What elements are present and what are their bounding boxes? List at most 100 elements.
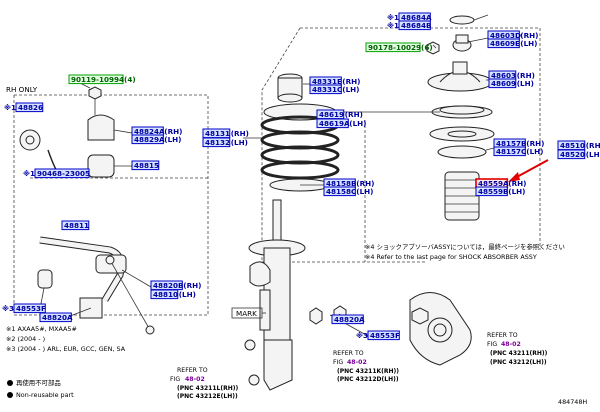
- marker-x1: ※1: [387, 13, 399, 22]
- part-number-text[interactable]: 48810: [153, 290, 178, 299]
- part-number-text[interactable]: 48619: [319, 110, 344, 119]
- part-number-box[interactable]: [365, 42, 421, 53]
- fig-num-mid: 48-02: [347, 359, 367, 366]
- part-number-48157c[interactable]: 48157C(LH): [493, 146, 543, 157]
- part-number-text[interactable]: 48684B: [401, 21, 431, 30]
- refer-to-left: REFER TO: [177, 367, 208, 374]
- part-number-48609e[interactable]: 48609E(LH): [487, 38, 537, 49]
- part-number-text[interactable]: 48559B: [478, 187, 508, 196]
- part-number-box[interactable]: [493, 146, 526, 157]
- part-number-text[interactable]: 90178-10029: [368, 43, 421, 52]
- part-number-48619a[interactable]: 48619A(LH): [316, 118, 366, 129]
- part-number-box[interactable]: [68, 74, 124, 85]
- part-number-box[interactable]: [488, 78, 517, 89]
- highlight-arrow: [508, 159, 549, 182]
- part-number-text[interactable]: 48157B: [496, 139, 526, 148]
- part-number-48132[interactable]: 48132(LH): [202, 137, 248, 148]
- pnc-left-2: (PNC 43212E(LH)): [177, 393, 238, 400]
- part-number-box[interactable]: [487, 38, 520, 49]
- part-number-text[interactable]: 48609E: [490, 39, 520, 48]
- part-number-box[interactable]: [398, 20, 431, 31]
- part-number-box[interactable]: [367, 330, 400, 341]
- part-number-48131[interactable]: 48131(RH): [202, 128, 249, 139]
- part-number-48331c[interactable]: 48331C(LH): [309, 84, 359, 95]
- leader-lines: [35, 14, 495, 337]
- shock-absorber-artwork: [244, 199, 306, 391]
- part-number-text[interactable]: 48619A: [319, 119, 350, 128]
- fig-mid: FIG: [333, 359, 343, 366]
- part-number-box[interactable]: [15, 102, 44, 113]
- part-number-text[interactable]: 90119-10994: [71, 75, 124, 84]
- part-number-box[interactable]: [557, 149, 586, 160]
- part-number-box[interactable]: [13, 303, 46, 314]
- part-number-box[interactable]: [323, 186, 356, 197]
- part-number-90178-10029[interactable]: 90178-10029(6): [365, 42, 433, 53]
- part-number-text[interactable]: 48510: [560, 141, 585, 150]
- part-number-text[interactable]: 48811: [64, 221, 89, 230]
- footnote-2: ※2 (2004 - ): [6, 335, 45, 343]
- part-number-box[interactable]: [475, 186, 508, 197]
- part-number-48609[interactable]: 48609(LH): [488, 78, 534, 89]
- knuckle-artwork: [409, 292, 472, 366]
- part-number-text[interactable]: 48609: [491, 79, 516, 88]
- part-number-text[interactable]: 48829A: [134, 135, 165, 144]
- part-number-text[interactable]: 48131: [205, 129, 230, 138]
- part-number-text[interactable]: 48132: [205, 138, 230, 147]
- part-number-text[interactable]: 48553F: [16, 304, 46, 313]
- part-number-text[interactable]: 48158B: [326, 179, 356, 188]
- part-number-box[interactable]: [131, 134, 164, 145]
- part-number-text[interactable]: 48815: [134, 161, 159, 170]
- part-number-box[interactable]: [39, 312, 72, 323]
- pnc-mid-1: (PNC 43211K(RH)): [337, 368, 399, 375]
- side-suffix: (LH): [356, 187, 373, 196]
- part-number-text[interactable]: 48684A: [401, 13, 432, 22]
- part-number-box[interactable]: [131, 160, 160, 171]
- part-number-48810[interactable]: 48810(LH): [150, 289, 196, 300]
- part-number-text[interactable]: 48820A: [42, 313, 73, 322]
- part-number-box[interactable]: [34, 168, 90, 179]
- part-number-text[interactable]: 48559A: [478, 179, 509, 188]
- part-number-48510[interactable]: 48510(RH): [557, 140, 600, 151]
- part-number-box[interactable]: [150, 289, 179, 300]
- part-number-48619[interactable]: 48619(RH): [316, 109, 363, 120]
- part-number-48520[interactable]: 48520(LH): [557, 149, 600, 160]
- part-number-box[interactable]: [309, 84, 342, 95]
- part-number-48815[interactable]: 48815: [131, 160, 160, 171]
- pnc-mid-2: (PNC 43212D(LH)): [337, 376, 399, 383]
- part-number-box[interactable]: [61, 220, 90, 231]
- part-number-box[interactable]: [331, 314, 364, 325]
- part-number-text[interactable]: 48820A: [334, 315, 365, 324]
- strut-mount-artwork: [426, 15, 495, 221]
- part-number-box[interactable]: [316, 118, 349, 129]
- part-number-48158c[interactable]: 48158C(LH): [323, 186, 373, 197]
- part-number-text[interactable]: 48157C: [496, 147, 526, 156]
- part-number-text[interactable]: 48553F: [370, 331, 400, 340]
- side-suffix: (RH): [520, 31, 538, 40]
- part-number-text[interactable]: 48826: [18, 103, 43, 112]
- part-number-text[interactable]: 48158C: [326, 187, 356, 196]
- part-number-48820a[interactable]: 48820A: [331, 314, 365, 325]
- part-number-text[interactable]: 48824A: [134, 127, 165, 136]
- part-number-text[interactable]: 48820B: [153, 281, 183, 290]
- part-number-text[interactable]: 48520: [560, 150, 585, 159]
- part-number-48811[interactable]: 48811: [61, 220, 90, 231]
- side-suffix: (LH): [508, 187, 525, 196]
- part-number-48820b[interactable]: 48820B(RH): [150, 280, 201, 291]
- part-number-box[interactable]: [202, 137, 231, 148]
- part-number-text[interactable]: 90468-23005: [37, 169, 90, 178]
- part-number-48829a[interactable]: 48829A(LH): [131, 134, 181, 145]
- part-number-text[interactable]: 48603: [491, 71, 516, 80]
- part-number-48820a[interactable]: 48820A: [39, 312, 73, 323]
- part-number-text[interactable]: 48331E: [312, 77, 342, 86]
- part-number-text[interactable]: 48331C: [312, 85, 342, 94]
- marker-x1: ※1: [4, 103, 16, 112]
- part-number-48559b[interactable]: 48559B(LH): [475, 186, 525, 197]
- part-number-text[interactable]: 48603D: [490, 31, 521, 40]
- non-reusable-marker-icon: [7, 392, 13, 398]
- part-number-90119-10994[interactable]: 90119-10994(4): [68, 74, 136, 85]
